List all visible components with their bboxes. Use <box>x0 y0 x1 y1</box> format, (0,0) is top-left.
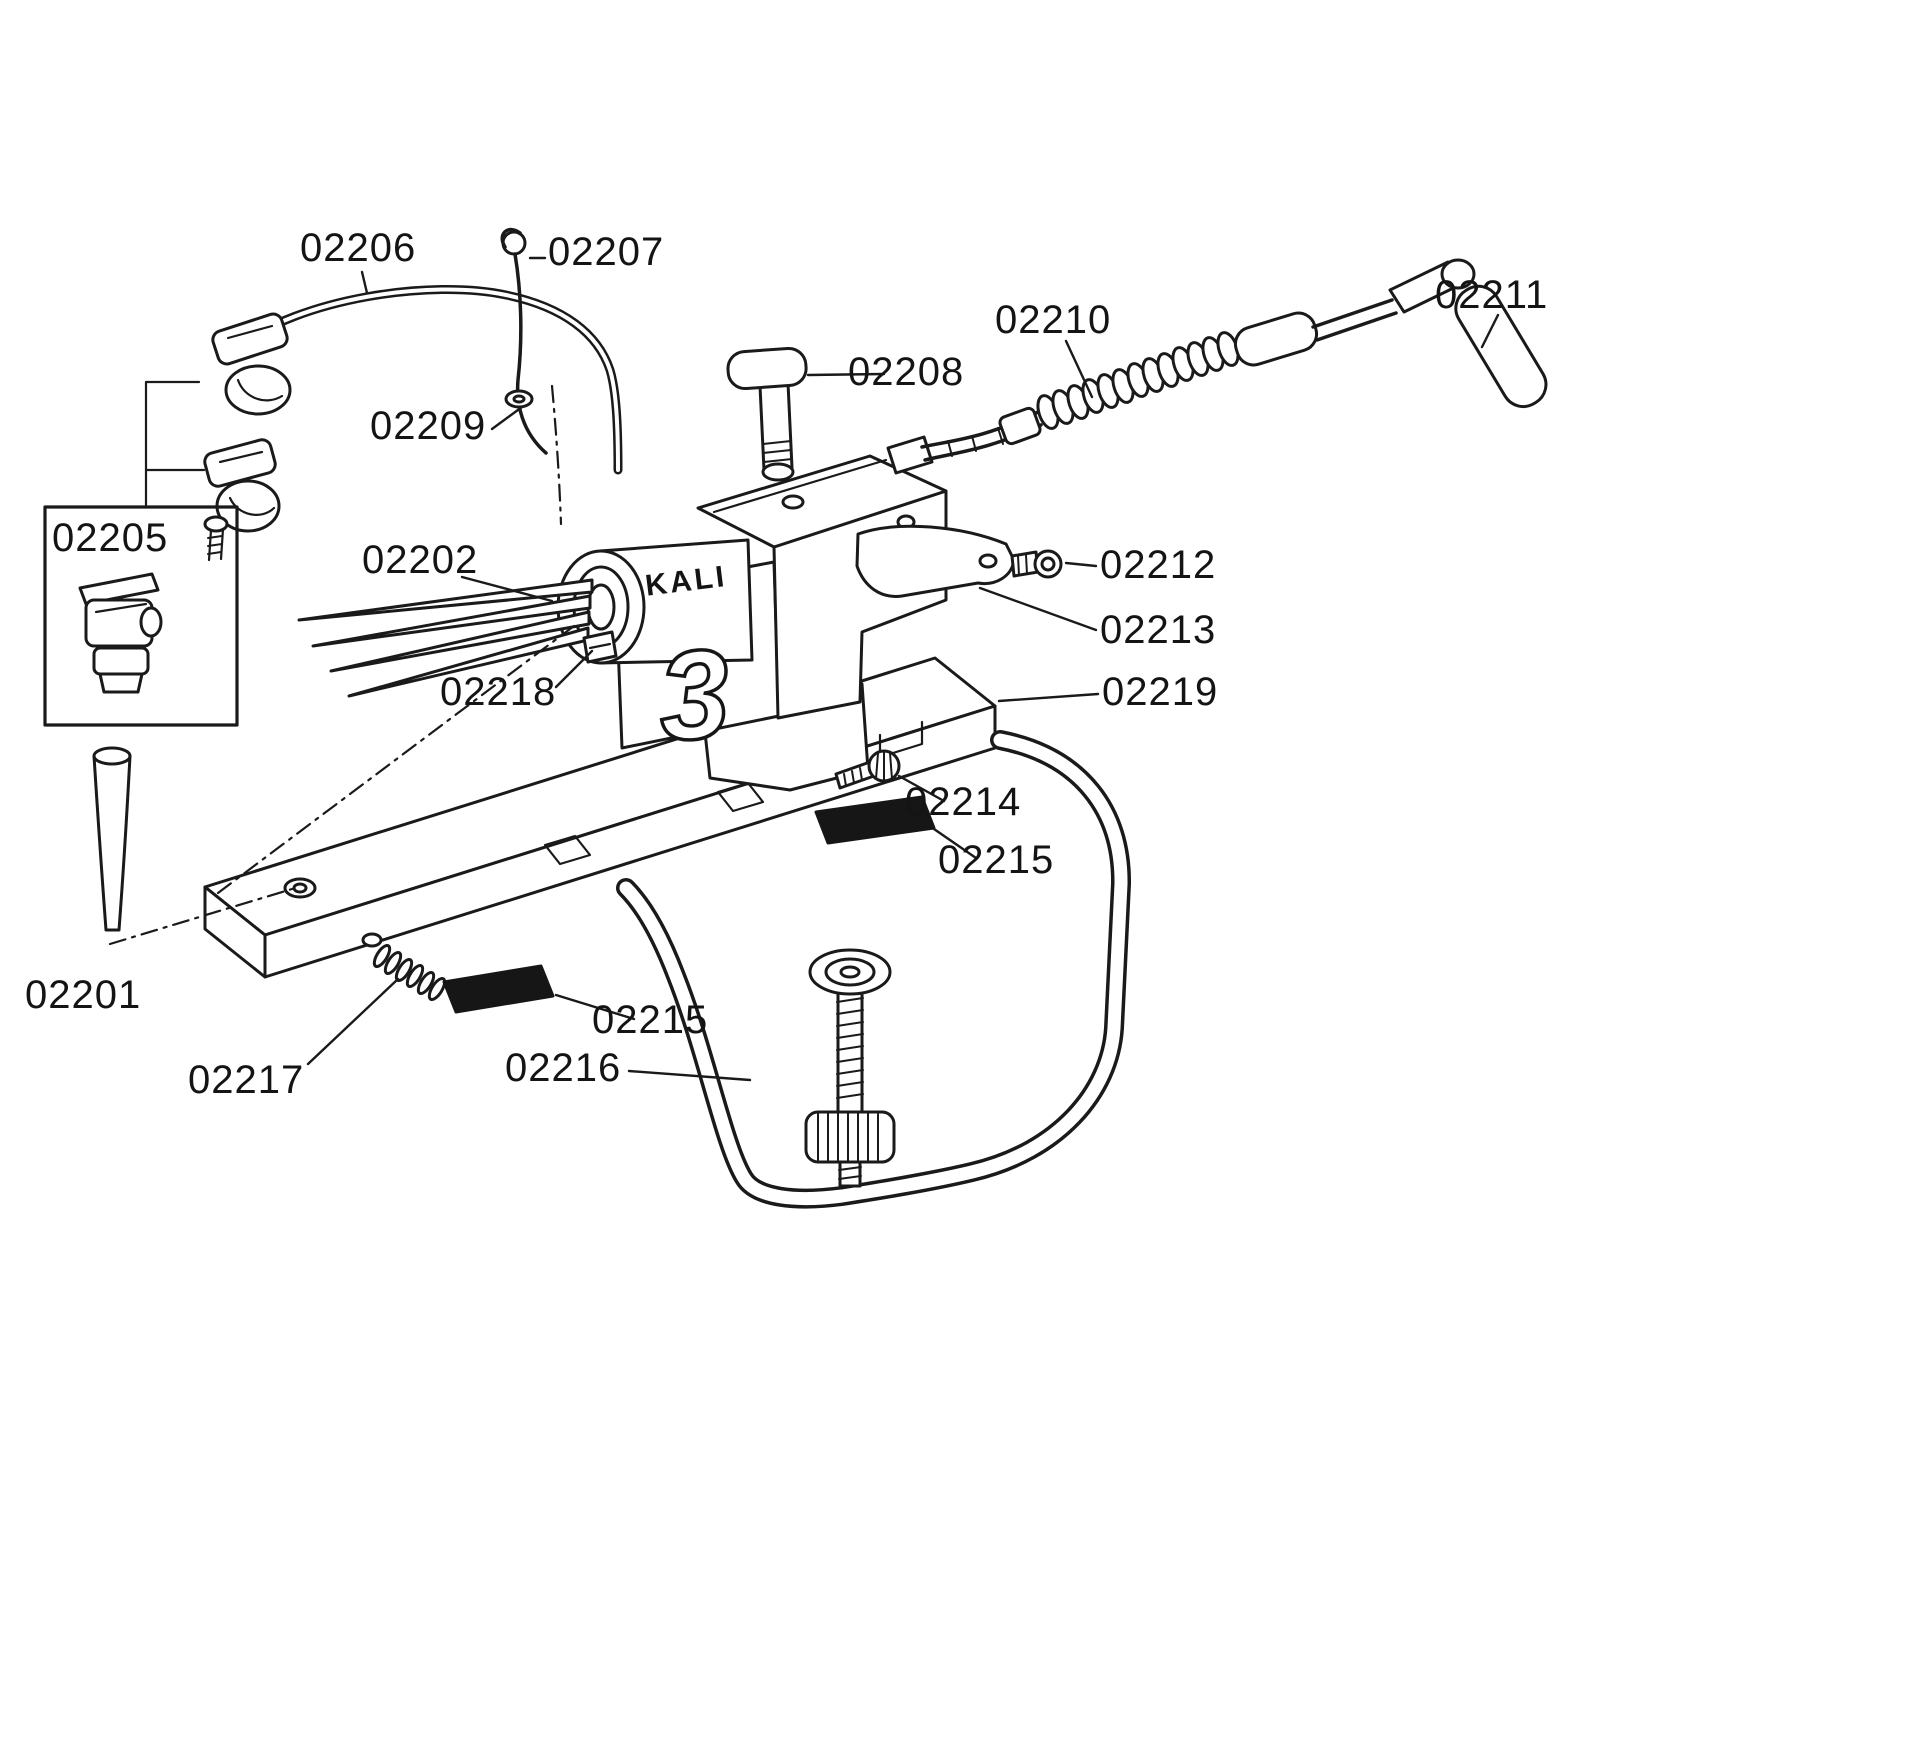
part-label-02216: 02216 <box>505 1046 622 1090</box>
part-label-02201: 02201 <box>25 973 142 1017</box>
lever-bracket-02213 <box>855 524 1016 598</box>
part-label-02202: 02202 <box>362 538 479 582</box>
part-label-02212: 02212 <box>1100 543 1217 587</box>
cone-02201 <box>92 746 294 946</box>
crank-handle-02211 <box>1388 258 1548 409</box>
part-label-02219: 02219 <box>1102 670 1219 714</box>
part-label-02206: 02206 <box>300 226 417 270</box>
part-label-02207: 02207 <box>548 230 665 274</box>
washer-02209 <box>504 389 534 409</box>
screw-02212 <box>1010 549 1063 579</box>
clamp-screw <box>804 948 896 1188</box>
part-label-02211: 02211 <box>1435 273 1549 317</box>
part-label-02205: 02205 <box>52 516 169 560</box>
part-label-02215-upper: 02215 <box>938 838 1055 882</box>
clip-02218 <box>582 630 618 664</box>
table-clamp-02216 <box>616 730 1132 1209</box>
leader-lines <box>306 256 1500 1082</box>
grouping-bracket <box>144 380 206 507</box>
prongs <box>297 578 594 698</box>
model-number-text: 3 <box>654 622 734 768</box>
part-label-02215-lower: 02215 <box>592 998 709 1042</box>
worm-shaft-02210 <box>920 298 1398 462</box>
part-label-02210: 02210 <box>995 298 1112 342</box>
construction-lines <box>212 384 576 898</box>
spring-02217 <box>372 943 447 1002</box>
wire-bail-02206 <box>211 284 623 475</box>
part-label-02214: 02214 <box>905 780 1022 824</box>
part-label-02209: 02209 <box>370 404 487 448</box>
part-label-02218: 02218 <box>440 670 557 714</box>
thumbscrew-02214 <box>834 749 901 790</box>
clip-assembly <box>203 438 281 562</box>
part-label-02213: 02213 <box>1100 608 1217 652</box>
part-label-02208: 02208 <box>848 350 965 394</box>
friction-pad-lower-02215 <box>442 964 555 1014</box>
detail-box-02205 <box>43 505 239 727</box>
spring-wire-02207 <box>500 227 548 455</box>
t-handle-02208 <box>726 346 808 482</box>
part-label-02217: 02217 <box>188 1058 305 1102</box>
